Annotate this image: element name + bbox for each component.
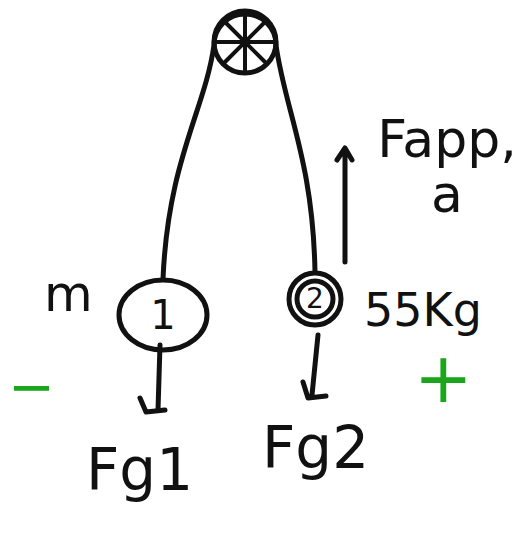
mass-value: 55Kg	[364, 286, 482, 334]
gravity-arrow-2	[303, 335, 326, 398]
sign-marker: +	[414, 342, 473, 416]
gravity-arrow-1	[140, 345, 165, 412]
force-label: Fg1	[86, 440, 193, 501]
force-label: Fapp, a	[372, 112, 522, 221]
mass-2-circle: 2	[286, 270, 344, 328]
mass-number: 2	[306, 285, 324, 313]
applied-force-arrow	[337, 148, 352, 262]
rope	[163, 14, 315, 279]
mass-1-circle: 1	[116, 277, 210, 353]
sign-marker: −	[8, 358, 55, 417]
mass-number: 1	[150, 295, 175, 335]
force-label: Fg2	[262, 418, 369, 479]
mass-label: m	[44, 268, 93, 321]
